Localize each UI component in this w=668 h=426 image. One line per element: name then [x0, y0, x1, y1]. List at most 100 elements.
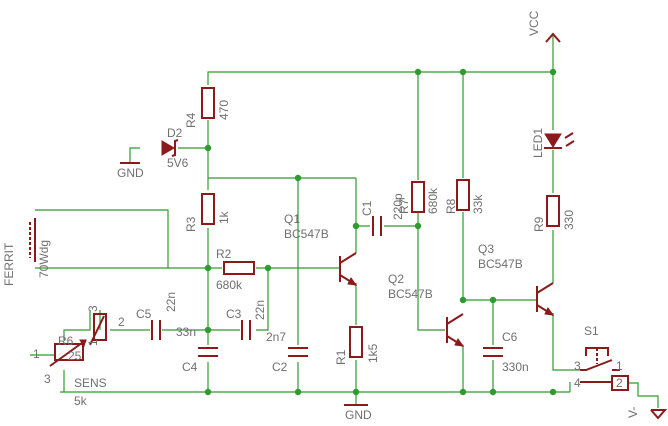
vminus-label: V-: [626, 407, 640, 418]
wire-c3-right: [256, 268, 269, 331]
c4-name: C4: [182, 360, 198, 374]
wire-r6-top: [63, 310, 91, 340]
gnd-bottom-label: GND: [345, 408, 372, 422]
r6-pin-2: 2: [118, 315, 125, 329]
r1-value: 1k5: [366, 343, 380, 363]
potentiometer-r6: R6 25 SENS 5k 1 3 2 3 1: [33, 305, 125, 408]
wire-top-rail: [207, 71, 553, 85]
q2-value: BC547B: [388, 287, 433, 301]
ferrite-coil: FERRIT 70Wdg: [2, 218, 51, 286]
junction-dot: [489, 388, 497, 396]
gnd-left-label: GND: [117, 166, 144, 180]
r8-name: R8: [444, 198, 458, 214]
resistor-r7: R7 680k: [397, 181, 440, 214]
s1-name: S1: [584, 324, 599, 338]
r3-name: R3: [184, 216, 198, 232]
junction-dot: [459, 68, 467, 76]
c3-value: 22n: [253, 300, 267, 320]
resistor-r9: R9 330: [532, 195, 576, 232]
r6-pin-3b: 3: [86, 305, 100, 312]
r6-pin-3: 3: [44, 372, 51, 386]
ground-left: GND: [117, 162, 144, 180]
r6-value: 5k: [74, 394, 88, 408]
capacitor-c2: 2n7 C2: [266, 330, 308, 374]
r6-pin-1b: 1: [86, 339, 100, 346]
junction-dot: [204, 144, 212, 152]
q2-name: Q2: [388, 272, 404, 286]
r6-name: R6: [58, 334, 74, 348]
wire-vminus: [628, 382, 659, 408]
s1-pin-1: 1: [616, 359, 623, 373]
capacitor-c6: C6 330n: [483, 330, 529, 374]
wire-r7-bottom: [417, 212, 445, 331]
transistor-q3: Q3 BC547B: [478, 242, 555, 316]
r7-name: R7: [397, 198, 411, 214]
switch-s1[interactable]: S1 3 4 1 2: [574, 324, 629, 391]
q3-value: BC547B: [478, 257, 523, 271]
junction-dot: [489, 296, 497, 304]
r2-name: R2: [216, 247, 232, 261]
junction-dot: [352, 388, 360, 396]
junctions: [204, 68, 557, 396]
wire-ferrite-top: [35, 209, 169, 268]
resistor-r8: R8 33k: [444, 179, 485, 214]
vminus-symbol: V-: [626, 407, 668, 420]
c2-name: C2: [272, 360, 288, 374]
c1-value: 220p: [391, 193, 405, 220]
led-led1: LED1: [531, 128, 575, 158]
q1-name: Q1: [284, 212, 300, 226]
resistor-r2: R2 680k: [216, 247, 255, 292]
r6-sub: 25: [68, 349, 82, 363]
c5-name: C5: [136, 307, 152, 321]
zener-d2: D2 5V6: [161, 126, 189, 170]
junction-dot: [549, 388, 557, 396]
r3-value: 1k: [217, 210, 231, 224]
junction-dot: [264, 264, 272, 272]
c4-value: 33n: [176, 325, 196, 339]
resistor-r3: R3 1k: [184, 193, 231, 232]
r6-pin-1: 1: [33, 347, 40, 361]
wire-q3-emitter: [552, 313, 580, 371]
resistor-r4: R4 470: [184, 87, 231, 128]
d2-name: D2: [167, 126, 183, 140]
junction-dot: [414, 222, 422, 230]
s1-pin-3: 3: [574, 359, 581, 373]
r9-value: 330: [562, 210, 576, 230]
junction-dot: [549, 68, 557, 76]
wire-gnd-left: [129, 147, 140, 162]
q3-name: Q3: [478, 242, 494, 256]
ferrite-name: FERRIT: [2, 242, 16, 286]
transistor-q2: Q2 BC547B: [388, 272, 465, 347]
vcc-symbol: VCC: [527, 10, 561, 43]
junction-dot: [294, 388, 302, 396]
c6-value: 330n: [502, 360, 529, 374]
led1-name: LED1: [531, 128, 545, 158]
capacitor-c5: C5 22n: [136, 292, 178, 340]
c6-name: C6: [502, 330, 518, 344]
junction-dot: [414, 68, 422, 76]
r4-name: R4: [184, 112, 198, 128]
r8-value: 33k: [471, 194, 485, 214]
r6-label: SENS: [74, 376, 107, 390]
r4-value: 470: [217, 100, 231, 120]
c2-value: 2n7: [266, 330, 286, 344]
junction-dot: [459, 388, 467, 396]
s1-pin-4: 4: [574, 376, 581, 390]
q1-value: BC547B: [284, 227, 329, 241]
capacitor-c4: 33n C4: [176, 325, 218, 374]
junction-dot: [204, 264, 212, 272]
r9-name: R9: [532, 216, 546, 232]
d2-value: 5V6: [167, 156, 189, 170]
r7-value: 680k: [426, 187, 440, 214]
junction-dot: [294, 174, 302, 182]
resistor-r1: R1 1k5: [334, 326, 380, 365]
junction-dot: [352, 222, 360, 230]
ferrite-value: 70Wdg: [37, 240, 51, 278]
s1-pin-2: 2: [616, 376, 623, 390]
r2-value: 680k: [216, 278, 243, 292]
vcc-label: VCC: [527, 10, 541, 36]
junction-dot: [459, 296, 467, 304]
c5-value: 22n: [164, 292, 178, 312]
